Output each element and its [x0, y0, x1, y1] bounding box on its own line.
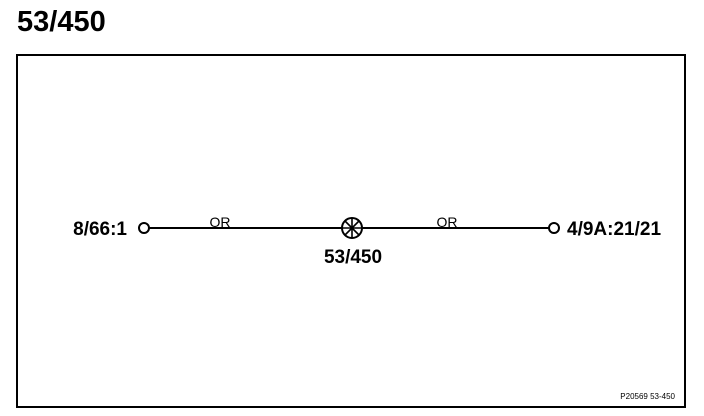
reference-code: P20569 53-450 [620, 392, 675, 401]
junction-label: 53/450 [324, 247, 382, 268]
diagram-frame [16, 54, 686, 408]
right-terminal-connector [548, 222, 560, 234]
left-wire-color-label: OR [210, 214, 231, 230]
right-terminal-label: 4/9A:21/21 [567, 219, 661, 240]
right-wire-color-label: OR [437, 214, 458, 230]
splice-junction-icon [341, 217, 363, 239]
left-terminal-label: 8/66:1 [73, 219, 127, 240]
left-terminal-connector [138, 222, 150, 234]
page-title: 53/450 [17, 6, 106, 38]
